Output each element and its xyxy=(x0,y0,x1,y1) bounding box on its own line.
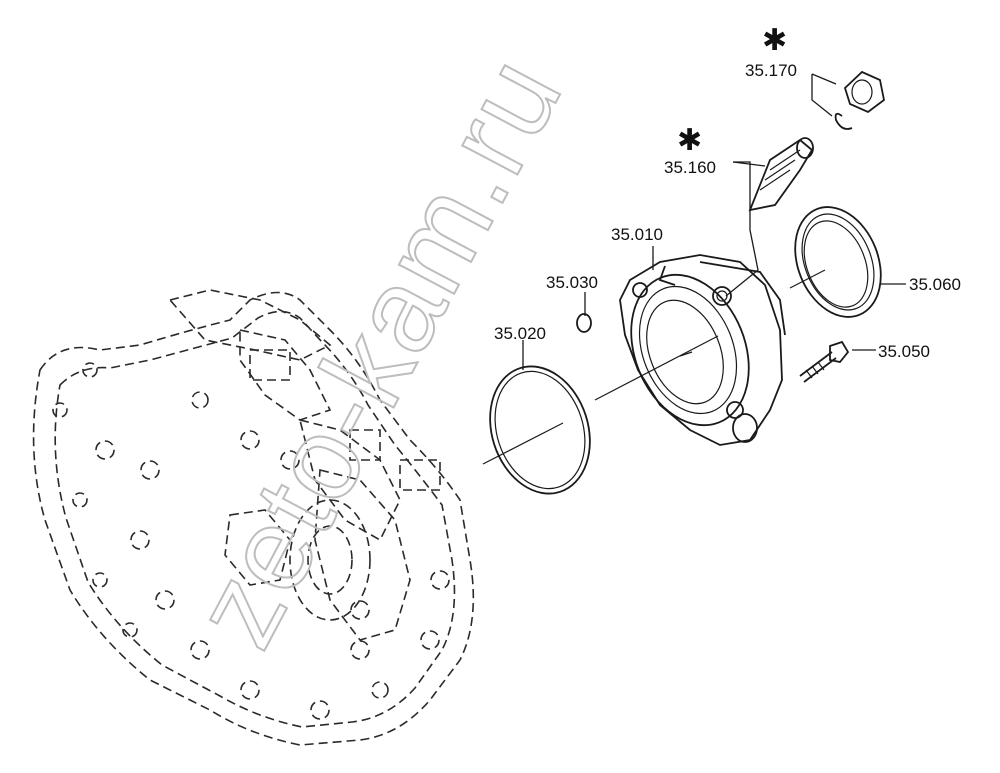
callout-35010: 35.010 xyxy=(611,225,663,244)
sensor-fitting xyxy=(748,137,814,212)
bolt xyxy=(799,340,850,383)
callout-35020: 35.020 xyxy=(494,324,546,343)
callout-35160: 35.160 xyxy=(664,158,716,177)
cover-housing xyxy=(619,254,786,446)
plug-with-ring xyxy=(834,70,885,130)
watermark-text: zeto-kam.ru xyxy=(168,36,587,667)
callout-35170: 35.170 xyxy=(745,61,797,80)
star-marker-35160: ✱ xyxy=(677,123,702,158)
callout-labels: ✱ 35.170 ✱ 35.160 35.010 35.030 35.020 3… xyxy=(494,23,961,361)
leader-lines xyxy=(522,73,906,370)
o-ring-large xyxy=(489,365,591,495)
axis-lines xyxy=(482,269,826,465)
callout-35030: 35.030 xyxy=(546,273,598,292)
callout-35060: 35.060 xyxy=(909,275,961,294)
star-marker-35170: ✱ xyxy=(762,23,787,58)
shaft-seal xyxy=(794,206,882,318)
gearbox-housing-dashed xyxy=(32,289,475,746)
o-ring-small xyxy=(576,313,592,333)
callout-35050: 35.050 xyxy=(878,342,930,361)
